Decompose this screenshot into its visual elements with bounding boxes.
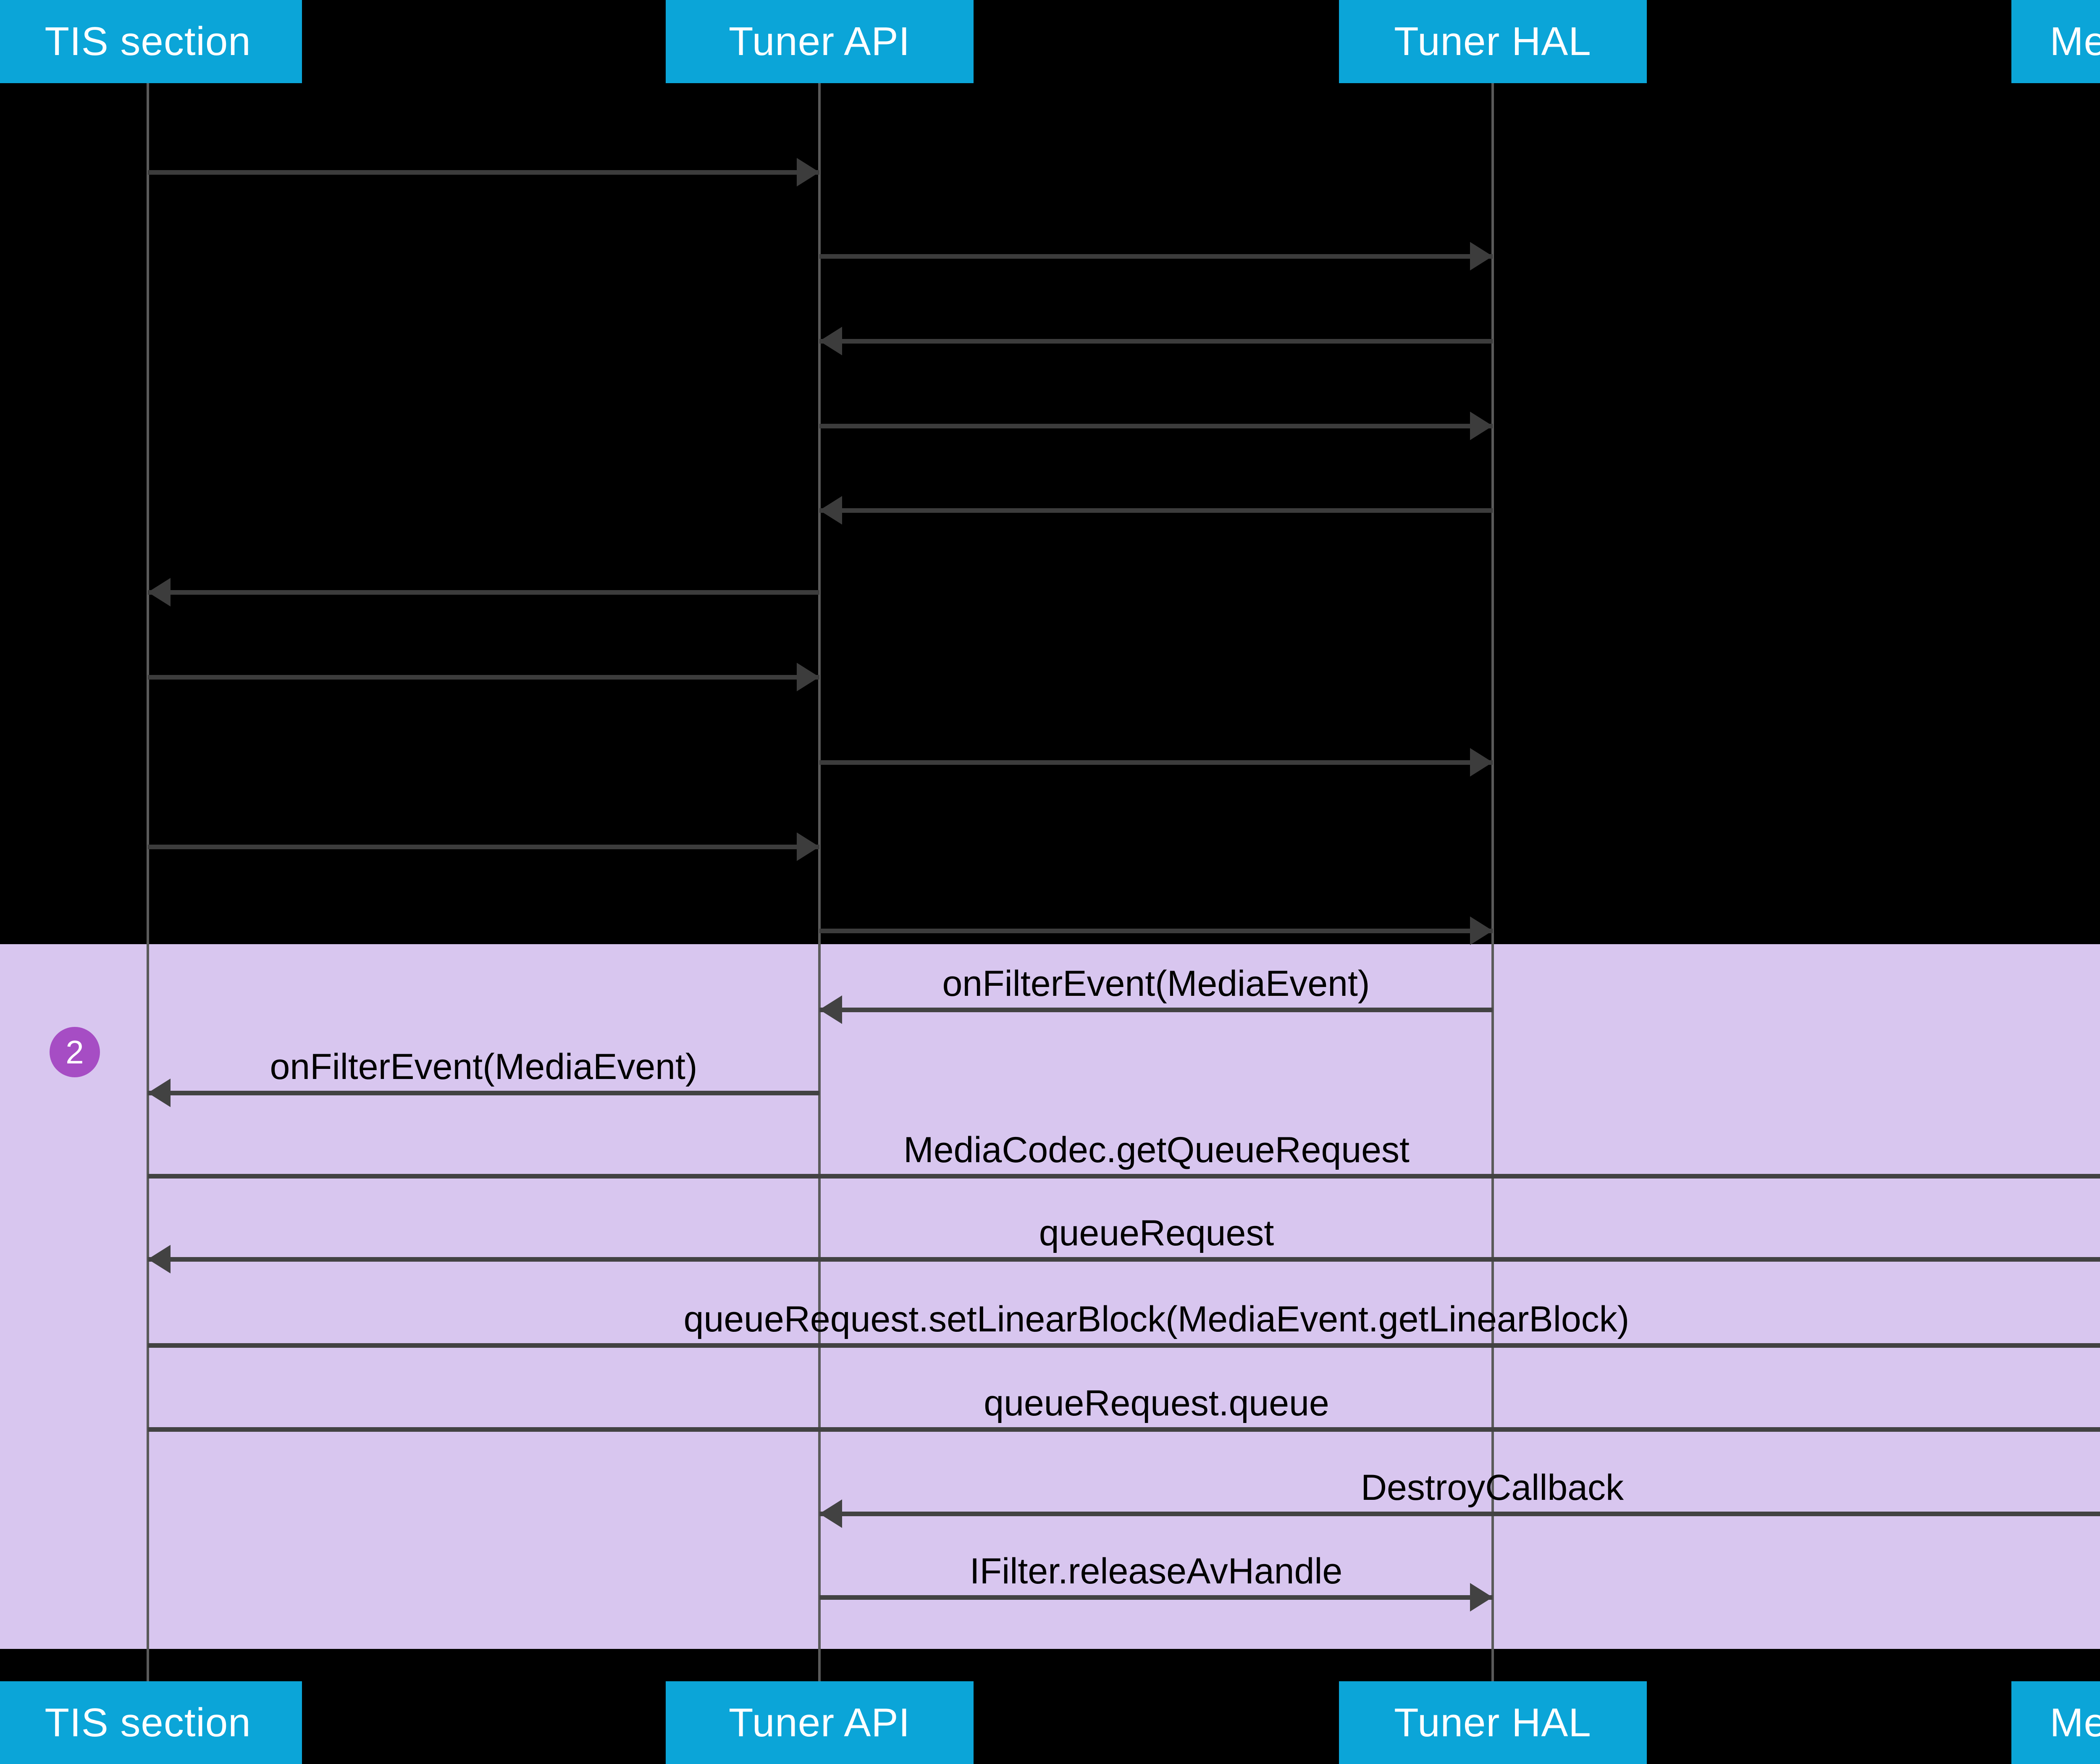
lifeline-tis	[147, 83, 149, 1681]
message-label: IFilter.releaseAvHandle	[969, 1551, 1343, 1591]
participant-label-tunerhal-top: Tuner HAL	[1394, 19, 1591, 64]
participant-box-tunerhal-bottom[interactable]: Tuner HAL	[1339, 1681, 1647, 1764]
message-line	[148, 1173, 2100, 1179]
participant-box-tunerhal-top[interactable]: Tuner HAL	[1339, 0, 1647, 83]
arrowhead-right-icon	[1470, 242, 1493, 270]
participant-label-tis-bottom: TIS section	[45, 1700, 251, 1745]
message-label: queueRequest	[1039, 1213, 1274, 1253]
arrowhead-right-icon	[1470, 916, 1493, 945]
arrowhead-right-icon	[797, 663, 819, 691]
message-line	[819, 254, 1493, 259]
message-line	[148, 590, 819, 595]
arrowhead-left-icon	[148, 1245, 171, 1273]
arrowhead-left-icon	[148, 1079, 171, 1107]
message-line	[148, 170, 819, 175]
participant-box-tunerapi-top[interactable]: Tuner API	[665, 0, 974, 83]
message-line	[148, 844, 819, 849]
arrowhead-right-icon	[1470, 412, 1493, 440]
arrowhead-left-icon	[819, 995, 842, 1024]
message-line	[148, 1257, 2100, 1262]
participant-label-tis-top: TIS section	[45, 19, 251, 64]
message-line	[819, 423, 1493, 428]
message-line	[819, 760, 1493, 765]
message-label: onFilterEvent(MediaEvent)	[270, 1046, 698, 1087]
message-line	[819, 928, 1493, 933]
message-line	[819, 339, 1493, 344]
participant-box-mediacodec-bottom[interactable]: MediaCodec	[2011, 1681, 2100, 1764]
message-line	[819, 1007, 1493, 1012]
arrowhead-left-icon	[819, 1499, 842, 1528]
participant-box-mediacodec-top[interactable]: MediaCodec	[2011, 0, 2100, 83]
message-line	[148, 675, 819, 680]
message-label: onFilterEvent(MediaEvent)	[942, 963, 1370, 1004]
participant-box-tis-top[interactable]: TIS section	[0, 0, 302, 83]
highlight-region-2	[0, 944, 2100, 1649]
arrowhead-left-icon	[819, 327, 842, 355]
participant-label-mediacodec-top: MediaCodec	[2050, 19, 2100, 64]
participant-box-tunerapi-bottom[interactable]: Tuner API	[665, 1681, 974, 1764]
participant-label-tunerapi-top: Tuner API	[728, 19, 911, 64]
participant-label-tunerhal-bottom: Tuner HAL	[1394, 1700, 1591, 1745]
participant-label-mediacodec-bottom: MediaCodec	[2050, 1700, 2100, 1745]
lifeline-tunerapi	[818, 83, 821, 1681]
message-label: queueRequest.setLinearBlock(MediaEvent.g…	[683, 1299, 1630, 1339]
arrowhead-left-icon	[148, 578, 171, 606]
message-line	[148, 1427, 2100, 1432]
lifeline-tunerhal	[1491, 83, 1494, 1681]
message-label: queueRequest.queue	[984, 1383, 1329, 1423]
message-line	[819, 508, 1493, 513]
arrowhead-right-icon	[1470, 748, 1493, 777]
message-line	[148, 1090, 819, 1095]
step-badge-2: 2	[50, 1027, 100, 1077]
participant-box-tis-bottom[interactable]: TIS section	[0, 1681, 302, 1764]
message-line	[819, 1595, 1493, 1600]
arrowhead-right-icon	[797, 832, 819, 861]
message-label: DestroyCallback	[1360, 1467, 1624, 1508]
message-line	[819, 1511, 2100, 1516]
message-line	[148, 1343, 2100, 1348]
arrowhead-right-icon	[1470, 1583, 1493, 1612]
participant-label-tunerapi-bottom: Tuner API	[728, 1700, 911, 1745]
arrowhead-left-icon	[819, 496, 842, 525]
message-label: MediaCodec.getQueueRequest	[903, 1129, 1410, 1170]
arrowhead-right-icon	[797, 158, 819, 186]
